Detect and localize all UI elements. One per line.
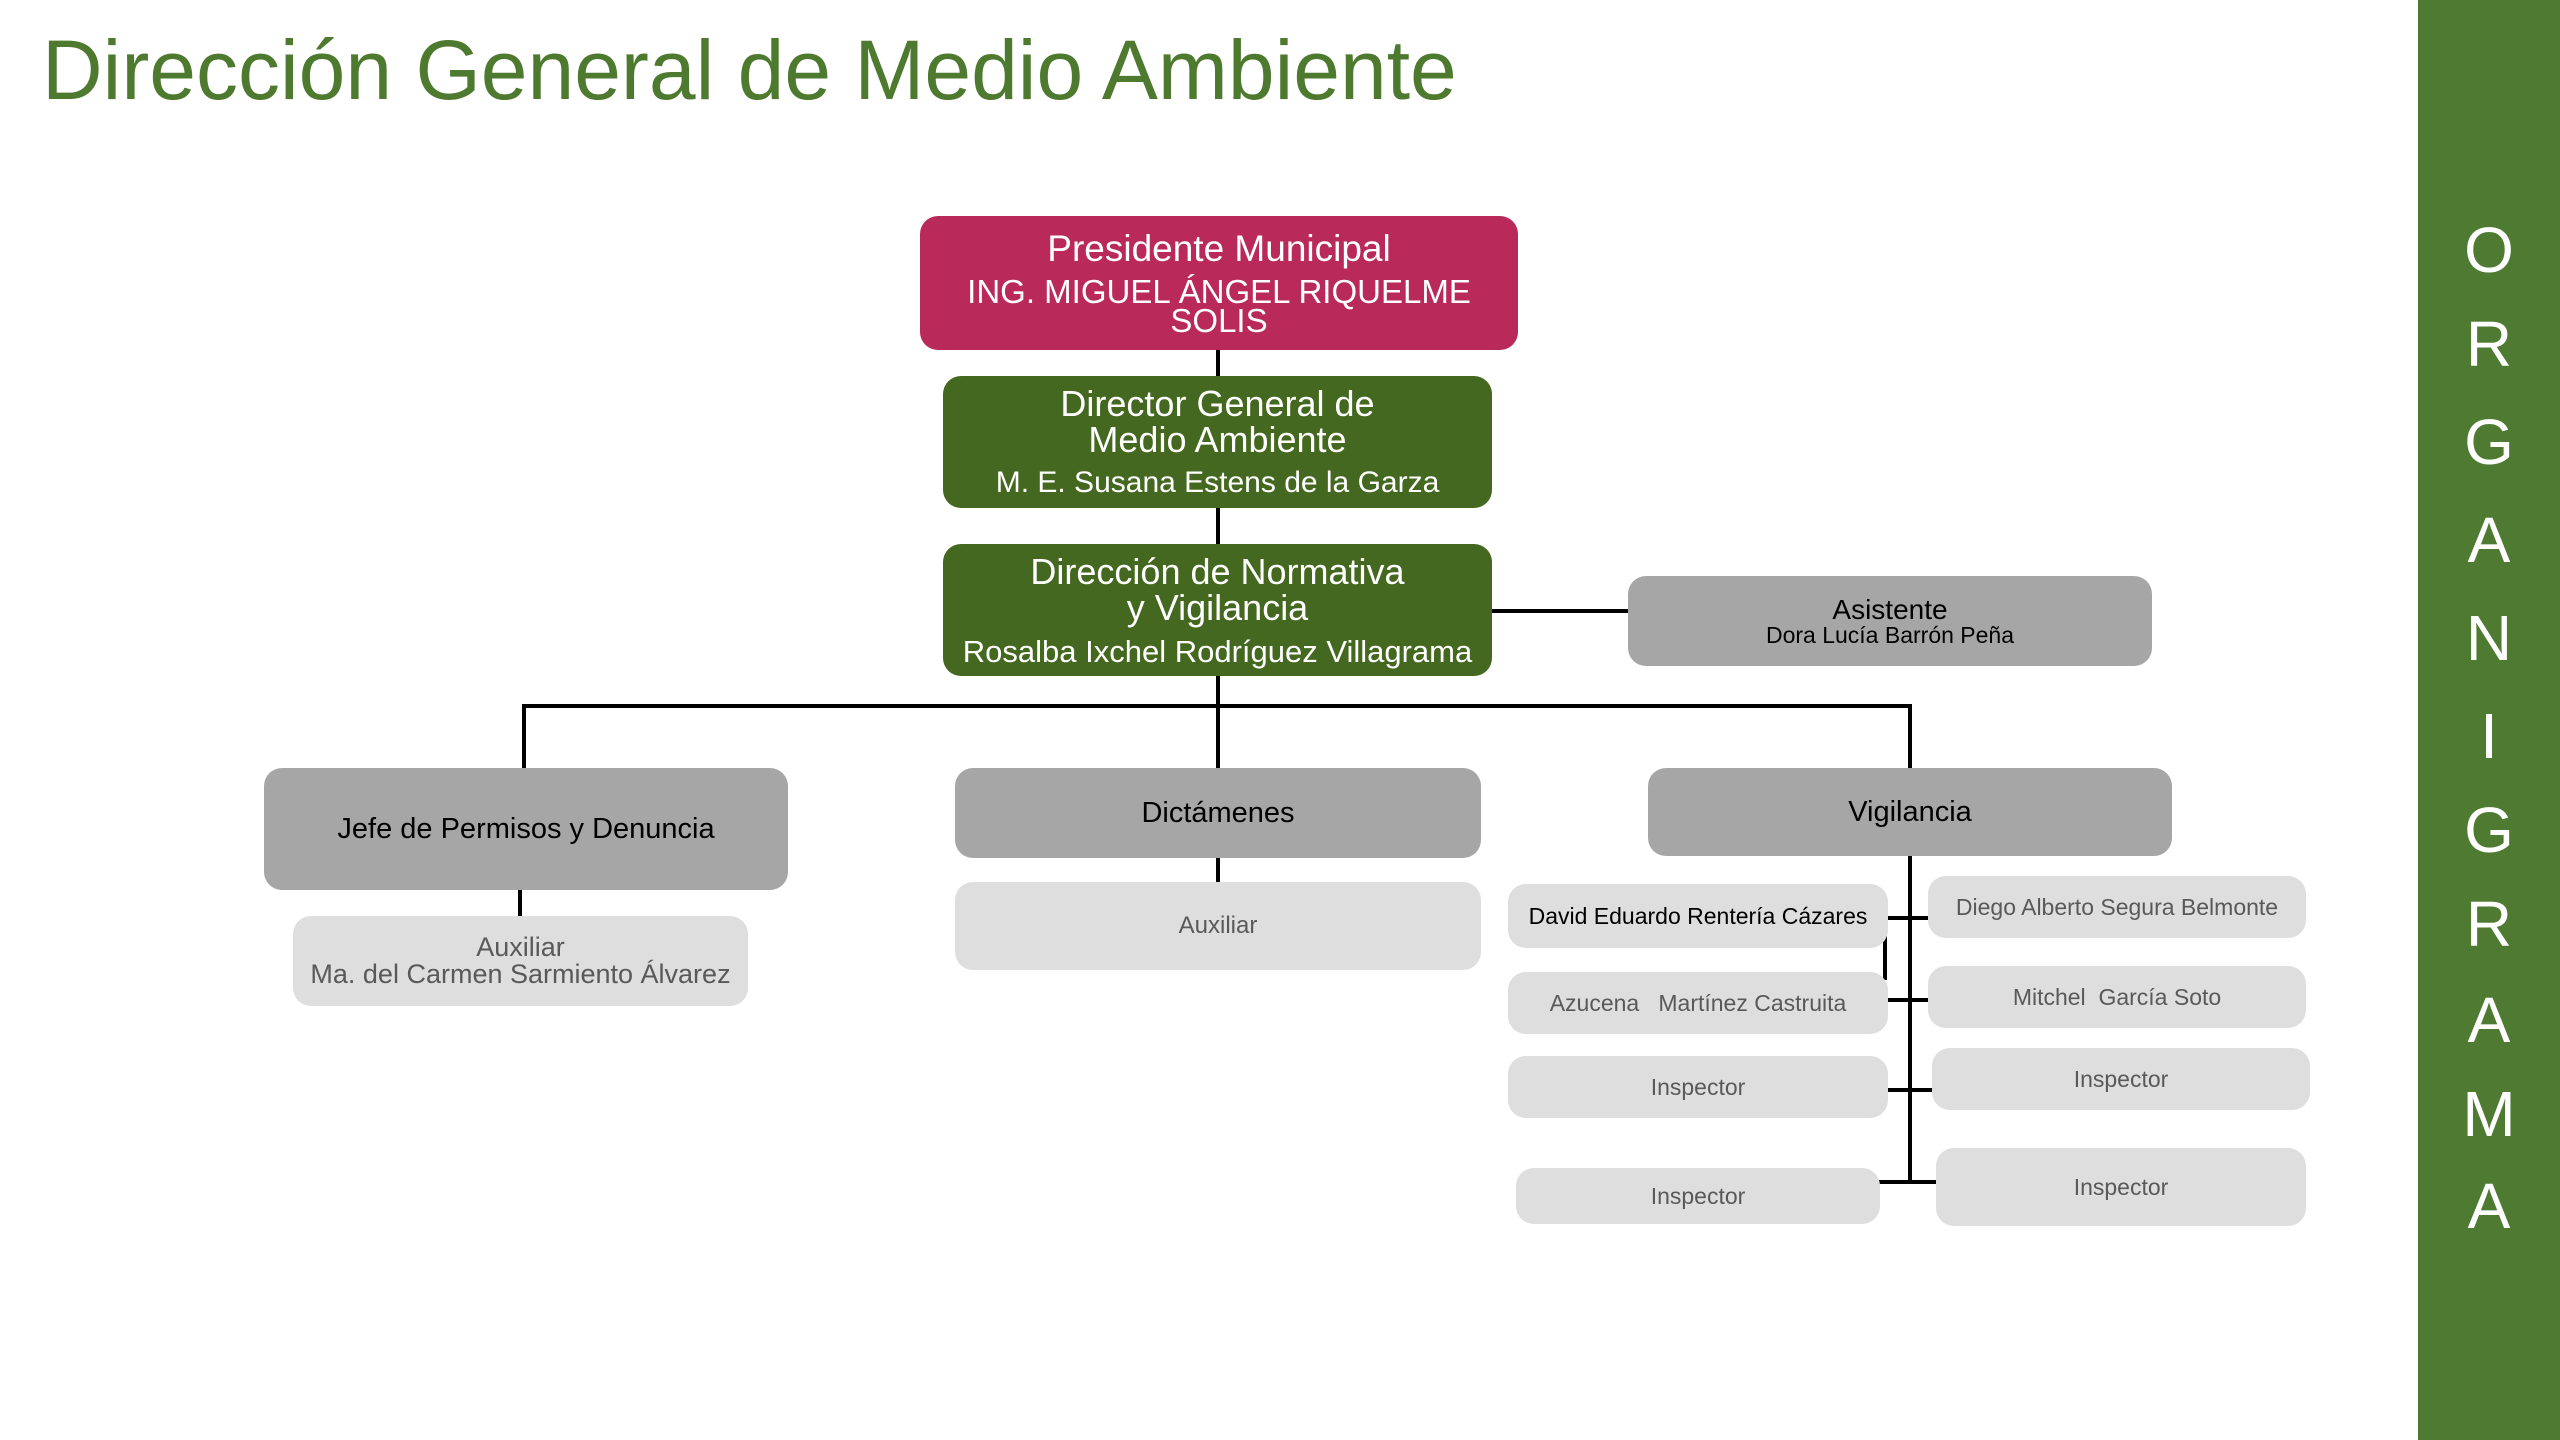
normativa-role: y Vigilancia — [1126, 586, 1309, 628]
president-role: Presidente Municipal — [1047, 227, 1391, 269]
director-box[interactable]: Director General de Medio Ambiente M. E.… — [943, 376, 1492, 508]
president-name: SOLIS — [1170, 301, 1268, 339]
member-name: Inspector — [1650, 1182, 1746, 1209]
sidebar-letter: R — [2465, 308, 2513, 380]
member-name: Diego Alberto Segura Belmonte — [1955, 893, 2279, 920]
dictamenes-auxiliar-box[interactable]: Auxiliar — [955, 882, 1481, 970]
member-name: Inspector — [1650, 1073, 1746, 1100]
permisos-role: Jefe de Permisos y Denuncia — [337, 812, 715, 845]
normativa-box[interactable]: Dirección de Normativa y Vigilancia Rosa… — [943, 544, 1492, 676]
sidebar-letter: O — [2464, 214, 2514, 286]
director-role: Director General de — [1060, 383, 1375, 424]
asistente-name: Dora Lucía Barrón Peña — [1765, 621, 2015, 648]
director-role: Medio Ambiente — [1088, 419, 1347, 460]
member-name: Mitchel García Soto — [2012, 983, 2222, 1010]
vigilancia-member-box[interactable]: Inspector — [1936, 1148, 2306, 1226]
page-title: Dirección General de Medio Ambiente — [42, 23, 1457, 117]
member-name: David Eduardo Rentería Cázares — [1528, 902, 1868, 929]
sidebar-letter: A — [2467, 504, 2511, 576]
auxiliar-name: Ma. del Carmen Sarmiento Álvarez — [310, 959, 731, 989]
permisos-box[interactable]: Jefe de Permisos y Denuncia — [264, 768, 788, 890]
vigilancia-member-box[interactable]: Inspector — [1516, 1168, 1880, 1224]
sidebar-letter: I — [2480, 700, 2498, 772]
dictamenes-box[interactable]: Dictámenes — [955, 768, 1481, 858]
auxiliar-role: Auxiliar — [1178, 912, 1258, 939]
sidebar-letter: G — [2464, 406, 2514, 478]
vigilancia-role: Vigilancia — [1848, 795, 1972, 828]
permisos-auxiliar-box[interactable]: Auxiliar Ma. del Carmen Sarmiento Álvare… — [293, 916, 748, 1006]
vigilancia-member-box[interactable]: Diego Alberto Segura Belmonte — [1928, 876, 2306, 938]
organigrama-sidebar: O R G A N I G R A M A — [2418, 0, 2560, 1440]
vigilancia-box[interactable]: Vigilancia — [1648, 768, 2172, 856]
asistente-box[interactable]: Asistente Dora Lucía Barrón Peña — [1628, 576, 2152, 666]
director-name: M. E. Susana Estens de la Garza — [995, 466, 1440, 499]
auxiliar-role: Auxiliar — [476, 932, 565, 962]
member-name: Azucena Martínez Castruita — [1549, 989, 1847, 1016]
sidebar-letter: A — [2467, 984, 2511, 1056]
president-box[interactable]: Presidente Municipal ING. MIGUEL ÁNGEL R… — [920, 216, 1518, 350]
normativa-role: Dirección de Normativa — [1030, 550, 1405, 592]
sidebar-letter: N — [2465, 602, 2513, 674]
dictamenes-role: Dictámenes — [1141, 796, 1295, 829]
vigilancia-member-box[interactable]: David Eduardo Rentería Cázares — [1508, 884, 1888, 948]
vigilancia-member-box[interactable]: Mitchel García Soto — [1928, 966, 2306, 1028]
sidebar-letter: A — [2467, 1170, 2511, 1242]
sidebar-letter: R — [2465, 888, 2513, 960]
vigilancia-member-box[interactable]: Azucena Martínez Castruita — [1508, 972, 1888, 1034]
asistente-role: Asistente — [1832, 593, 1948, 625]
sidebar-letter: M — [2462, 1078, 2516, 1150]
normativa-name: Rosalba Ixchel Rodríguez Villagrama — [962, 633, 1473, 669]
sidebar-letter: G — [2464, 794, 2514, 866]
vigilancia-member-box[interactable]: Inspector — [1932, 1048, 2310, 1110]
vigilancia-member-box[interactable]: Inspector — [1508, 1056, 1888, 1118]
member-name: Inspector — [2073, 1173, 2169, 1200]
member-name: Inspector — [2073, 1065, 2169, 1092]
president-name: ING. MIGUEL ÁNGEL RIQUELME — [967, 272, 1471, 310]
